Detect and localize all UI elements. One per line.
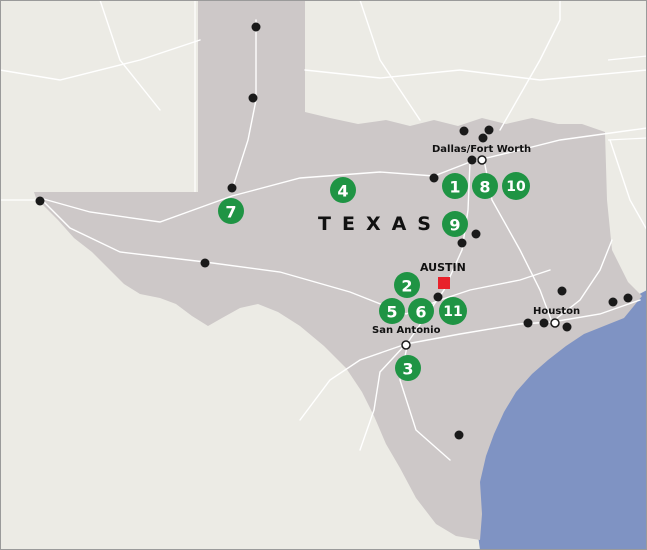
state-borders (0, 0, 647, 201)
site-marker-5[interactable]: 5 (379, 298, 405, 324)
svg-text:11: 11 (443, 304, 462, 320)
svg-text:2: 2 (401, 277, 412, 296)
site-marker-9[interactable]: 9 (442, 211, 468, 237)
city-dot (471, 229, 481, 239)
site-marker-2[interactable]: 2 (394, 272, 420, 298)
site-marker-10[interactable]: 10 (502, 172, 530, 200)
site-markers: 1 2 3 4 5 6 7 8 9 10 11 (218, 172, 530, 381)
city-dot (467, 155, 477, 165)
site-marker-11[interactable]: 11 (439, 297, 467, 325)
city-dot (459, 126, 469, 136)
texas-state-shape (34, 0, 642, 540)
city-dot (623, 293, 633, 303)
city-label-houston: Houston (533, 306, 580, 317)
site-marker-1[interactable]: 1 (442, 173, 468, 199)
site-marker-6[interactable]: 6 (408, 298, 434, 324)
capital-label: AUSTIN (420, 261, 466, 274)
city-dot (35, 196, 45, 206)
san-antonio-marker (401, 340, 411, 350)
svg-text:9: 9 (449, 216, 460, 235)
city-dot (248, 93, 258, 103)
svg-text:10: 10 (506, 179, 526, 195)
city-dot (608, 297, 618, 307)
svg-text:8: 8 (479, 178, 490, 197)
state-label: TEXAS (318, 213, 442, 235)
houston-marker (550, 318, 560, 328)
dallas-fort-worth-marker (477, 155, 487, 165)
city-dot (454, 430, 464, 440)
city-dot (227, 183, 237, 193)
svg-text:5: 5 (386, 303, 397, 322)
site-marker-4[interactable]: 4 (330, 177, 356, 203)
city-dots (35, 22, 633, 440)
city-dot (478, 133, 488, 143)
city-label-san-antonio: San Antonio (372, 325, 441, 336)
city-dot (251, 22, 261, 32)
city-dot (484, 125, 494, 135)
city-dot (200, 258, 210, 268)
city-dot (429, 173, 439, 183)
svg-text:3: 3 (402, 360, 413, 379)
city-dot (557, 286, 567, 296)
city-dot (433, 292, 443, 302)
svg-text:4: 4 (337, 182, 348, 201)
svg-text:1: 1 (449, 178, 460, 197)
svg-text:6: 6 (415, 303, 426, 322)
gulf-of-mexico (472, 290, 647, 550)
city-dot (539, 318, 549, 328)
city-dot (457, 238, 467, 248)
city-dot (523, 318, 533, 328)
site-marker-8[interactable]: 8 (472, 173, 498, 199)
site-marker-3[interactable]: 3 (395, 355, 421, 381)
svg-text:7: 7 (225, 203, 236, 222)
site-marker-7[interactable]: 7 (218, 198, 244, 224)
city-label-dallas-fort-worth: Dallas/Fort Worth (432, 144, 531, 155)
austin-capital-marker (438, 277, 450, 289)
city-dot (562, 322, 572, 332)
